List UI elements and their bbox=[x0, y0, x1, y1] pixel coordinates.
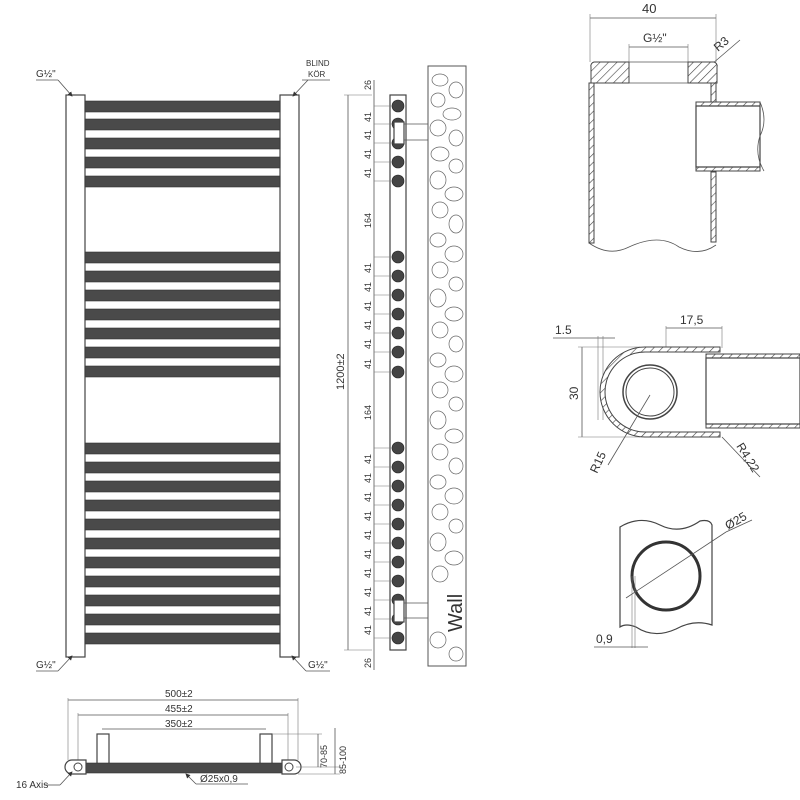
spacing-label: 41 bbox=[363, 282, 373, 292]
width-brackets-label: 350±2 bbox=[165, 719, 193, 730]
spacing-label: 41 bbox=[363, 263, 373, 273]
depth-total-label: 85-100 bbox=[338, 746, 348, 774]
bottom-right-thread-label: G½" bbox=[308, 660, 328, 671]
spacing-label: 41 bbox=[363, 606, 373, 616]
side-view: 1200±2 26 41 41 41 41 bbox=[335, 65, 467, 670]
front-view: G½" BLIND KÖR G½" G½" bbox=[36, 59, 330, 672]
right-collector bbox=[279, 94, 300, 658]
diameter-label: Ø25 bbox=[723, 509, 750, 533]
spacing-label: 41 bbox=[363, 473, 373, 483]
radius-inner-label: R15 bbox=[587, 449, 609, 475]
detail-thread-label: G½" bbox=[643, 31, 667, 45]
gap-label-2: 164 bbox=[363, 405, 373, 420]
spacing-label: 41 bbox=[363, 320, 373, 330]
bottom-left-thread-label: G½" bbox=[36, 660, 56, 671]
thickness-label: 0,9 bbox=[596, 632, 613, 646]
detail-tube-section: Ø25 0,9 bbox=[594, 509, 753, 648]
left-collector bbox=[65, 94, 86, 658]
detail-plan-section: 1.5 17,5 30 R15 R4,22 bbox=[553, 313, 800, 478]
spacing-label: 41 bbox=[363, 549, 373, 559]
gap-label-1: 164 bbox=[363, 213, 373, 228]
bottom-view: 500±2 455±2 350±2 70-85 85-100 16 Axis Ø… bbox=[16, 689, 348, 791]
bar-group-bottom bbox=[84, 442, 281, 645]
wall-label: Wall bbox=[445, 594, 467, 632]
axis-label: 16 Axis bbox=[16, 780, 48, 791]
spacing-label: 41 bbox=[363, 587, 373, 597]
top-left-thread-label: G½" bbox=[36, 69, 56, 80]
spacing-label: 41 bbox=[363, 339, 373, 349]
spacing-label: 41 bbox=[363, 454, 373, 464]
spacing-label: 41 bbox=[363, 130, 373, 140]
total-height-label: 1200±2 bbox=[335, 353, 347, 390]
tube-label: Ø25x0,9 bbox=[200, 774, 238, 785]
wall-thickness-label: 1.5 bbox=[555, 323, 572, 337]
detail-collector-section: 40 G½" R3 bbox=[588, 1, 765, 252]
radius-outer-label: R4,22 bbox=[733, 440, 762, 475]
bar-group-top bbox=[84, 100, 281, 188]
depth-bracket-label: 70-85 bbox=[319, 745, 329, 768]
spacing-label: 41 bbox=[363, 359, 373, 369]
height-label: 30 bbox=[567, 386, 581, 400]
spacing-label: 41 bbox=[363, 112, 373, 122]
spacing-label: 41 bbox=[363, 301, 373, 311]
bar-group-middle bbox=[84, 251, 281, 378]
spacing-label: 41 bbox=[363, 625, 373, 635]
spacing-label: 41 bbox=[363, 168, 373, 178]
side-bar-circles bbox=[391, 99, 405, 645]
wall: Wall bbox=[427, 65, 467, 667]
spacing-label: 41 bbox=[363, 530, 373, 540]
top-margin-label: 26 bbox=[363, 80, 373, 90]
kor-label: KÖR bbox=[308, 70, 326, 79]
bottom-margin-label: 26 bbox=[363, 658, 373, 668]
spacing-label: 41 bbox=[363, 492, 373, 502]
spacing-label: 41 bbox=[363, 511, 373, 521]
spacing-label: 41 bbox=[363, 149, 373, 159]
blind-label: BLIND bbox=[306, 59, 330, 68]
detail-radius-label: R3 bbox=[711, 34, 732, 55]
width-axis-label: 455±2 bbox=[165, 704, 193, 715]
detail-width-label: 40 bbox=[642, 1, 656, 16]
width-outer-label: 500±2 bbox=[165, 689, 193, 700]
depth-label: 17,5 bbox=[680, 313, 704, 327]
spacing-label: 41 bbox=[363, 568, 373, 578]
